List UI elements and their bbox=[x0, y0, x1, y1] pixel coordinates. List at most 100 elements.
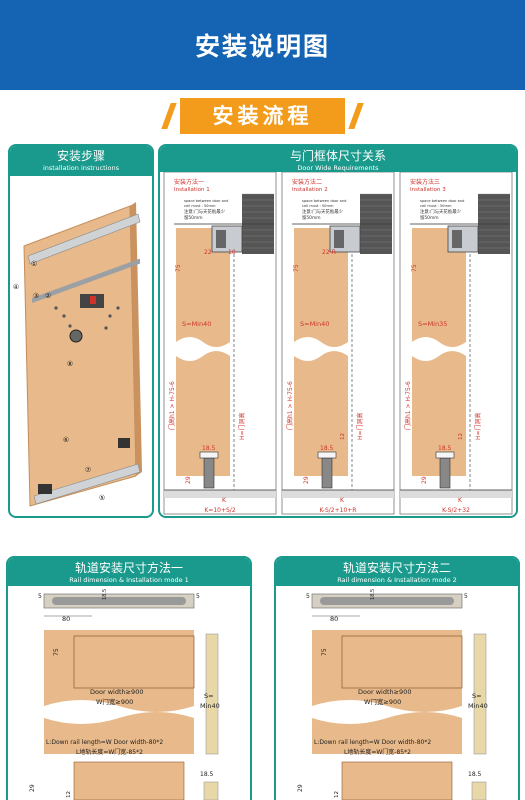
screws bbox=[54, 306, 120, 330]
floor-H-label: H=门洞高 bbox=[474, 412, 482, 440]
rail-door-break bbox=[312, 700, 462, 724]
S-label: S=Min40 bbox=[182, 320, 211, 328]
rail-slot bbox=[320, 597, 454, 605]
S-label-1: S= bbox=[204, 692, 214, 700]
S-label-2: Min40 bbox=[200, 702, 220, 710]
offset-label: 22-R bbox=[322, 249, 336, 256]
callout-1: ① bbox=[31, 260, 37, 268]
space-note-en-1: space between door and bbox=[184, 199, 228, 203]
rail-panel-1: 轨道安装尺寸方法一 Rail dimension & Installation … bbox=[6, 556, 252, 800]
space-note-cn-1: 注意:门与天花板最少 bbox=[302, 208, 344, 215]
S-label-2: Min40 bbox=[468, 702, 488, 710]
dim-29: 29 bbox=[185, 476, 192, 484]
method-title-en: Installation 1 bbox=[174, 187, 210, 193]
bottom-stop bbox=[38, 484, 52, 494]
floor-H-label: H=门洞高 bbox=[238, 412, 246, 440]
rail2-title-en: Rail dimension & Installation mode 2 bbox=[337, 576, 457, 584]
rail1-title-en: Rail dimension & Installation mode 1 bbox=[69, 576, 189, 584]
K-formula: K-S/2+10+R bbox=[320, 507, 357, 514]
floor bbox=[400, 490, 512, 498]
rail-door-slab bbox=[312, 630, 462, 754]
callout-6: ⑥ bbox=[63, 436, 69, 444]
dim-29: 29 bbox=[421, 476, 428, 484]
rail2-title-cn: 轨道安装尺寸方法二 bbox=[342, 561, 451, 575]
steps-panel: 安装步骤 installation instructions ① ② ③ ④ ⑤… bbox=[8, 144, 154, 518]
callout-5: ⑤ bbox=[99, 494, 105, 502]
trolley-red bbox=[90, 296, 96, 304]
door-break bbox=[412, 337, 466, 361]
door-break bbox=[176, 337, 230, 361]
dim-12-rail: 12 bbox=[66, 791, 72, 798]
S-block bbox=[205, 633, 219, 755]
trolley-wheel bbox=[334, 230, 344, 248]
guide-cap bbox=[317, 451, 337, 459]
rail-door-break bbox=[44, 700, 194, 724]
trolley-wheel bbox=[216, 230, 226, 248]
space-note-en-2: ceil must : 50mm bbox=[420, 204, 452, 208]
rail-panel-2-header: 轨道安装尺寸方法二 Rail dimension & Installation … bbox=[276, 558, 518, 586]
K-formula: K=10+S/2 bbox=[204, 507, 235, 514]
rail1-title-cn: 轨道安装尺寸方法一 bbox=[74, 561, 183, 575]
space-note-cn-2: 留50mm bbox=[302, 214, 321, 221]
floor-guide bbox=[439, 457, 451, 489]
dim-75-rail: 75 bbox=[53, 648, 60, 656]
K-label: K bbox=[458, 497, 463, 504]
dim-29-rail: 29 bbox=[297, 784, 304, 792]
floor bbox=[164, 490, 276, 498]
dim-75: 75 bbox=[175, 264, 182, 272]
method-title-en: Installation 2 bbox=[292, 187, 328, 193]
door-inner-line bbox=[341, 635, 463, 689]
rail-door-slab bbox=[44, 630, 194, 754]
space-note-cn-2: 留50mm bbox=[184, 214, 203, 221]
header-banner: 安装说明图 bbox=[0, 0, 525, 90]
S-label-1: S= bbox=[472, 692, 482, 700]
dim-75: 75 bbox=[293, 264, 300, 272]
K-label: K bbox=[222, 497, 227, 504]
door-title-en: Door Wide Requirements bbox=[297, 164, 379, 172]
steps-panel-header: 安装步骤 installation instructions bbox=[10, 146, 152, 176]
rail-panel-1-header: 轨道安装尺寸方法一 Rail dimension & Installation … bbox=[8, 558, 250, 586]
guide-cap bbox=[435, 451, 455, 459]
offset-label: 22 bbox=[204, 249, 212, 256]
floor-rail-slab bbox=[73, 761, 185, 800]
dim-80: 80 bbox=[330, 615, 338, 623]
space-note-cn-1: 注意:门与天花板最少 bbox=[420, 208, 462, 215]
door-panel-header: 与门框体尺寸关系 Door Wide Requirements bbox=[160, 146, 516, 172]
dim-29: 29 bbox=[303, 476, 310, 484]
roller-wheel bbox=[69, 329, 83, 343]
space-note-en-2: ceil must : 50mm bbox=[302, 204, 334, 208]
dim-75: 75 bbox=[411, 264, 418, 272]
floor-rail-slab bbox=[341, 761, 453, 800]
dim-18-5-top: 18.5 bbox=[370, 589, 376, 600]
K-label: K bbox=[340, 497, 345, 504]
rail-slot bbox=[52, 597, 186, 605]
callout-7: ⑦ bbox=[85, 466, 91, 474]
door-edge bbox=[130, 202, 142, 476]
bottom-rail bbox=[33, 463, 141, 505]
floor-guide bbox=[203, 457, 215, 489]
top-rail-bar bbox=[32, 258, 140, 303]
S-label: S=Min40 bbox=[300, 320, 329, 328]
guide-cap bbox=[199, 451, 219, 459]
floor-block bbox=[203, 781, 219, 800]
rail-length-en: L:Down rail length=W Door width-80*2 bbox=[314, 739, 431, 746]
door-break bbox=[294, 337, 348, 361]
dim-12: 12 bbox=[340, 433, 346, 440]
method-title-cn: 安装方法三 bbox=[410, 178, 440, 186]
space-note-en-1: space between door and bbox=[420, 199, 464, 203]
door-title-cn: 与门框体尺寸关系 bbox=[289, 149, 386, 163]
space-note-en-1: space between door and bbox=[302, 199, 346, 203]
door-height-label: 门高h1 > H-75-6 bbox=[404, 381, 412, 430]
door-height-label: 门高h1 > H-75-6 bbox=[286, 381, 294, 430]
space-note-cn-1: 注意:门与天花板最少 bbox=[184, 208, 226, 215]
S-label: S=Min35 bbox=[418, 320, 447, 328]
dim-18-5-floor: 18.5 bbox=[200, 771, 214, 778]
callout-8: ⑧ bbox=[67, 360, 73, 368]
rail-length-cn: L地轨长度=W门宽-85*2 bbox=[76, 748, 143, 756]
floor bbox=[282, 490, 394, 498]
